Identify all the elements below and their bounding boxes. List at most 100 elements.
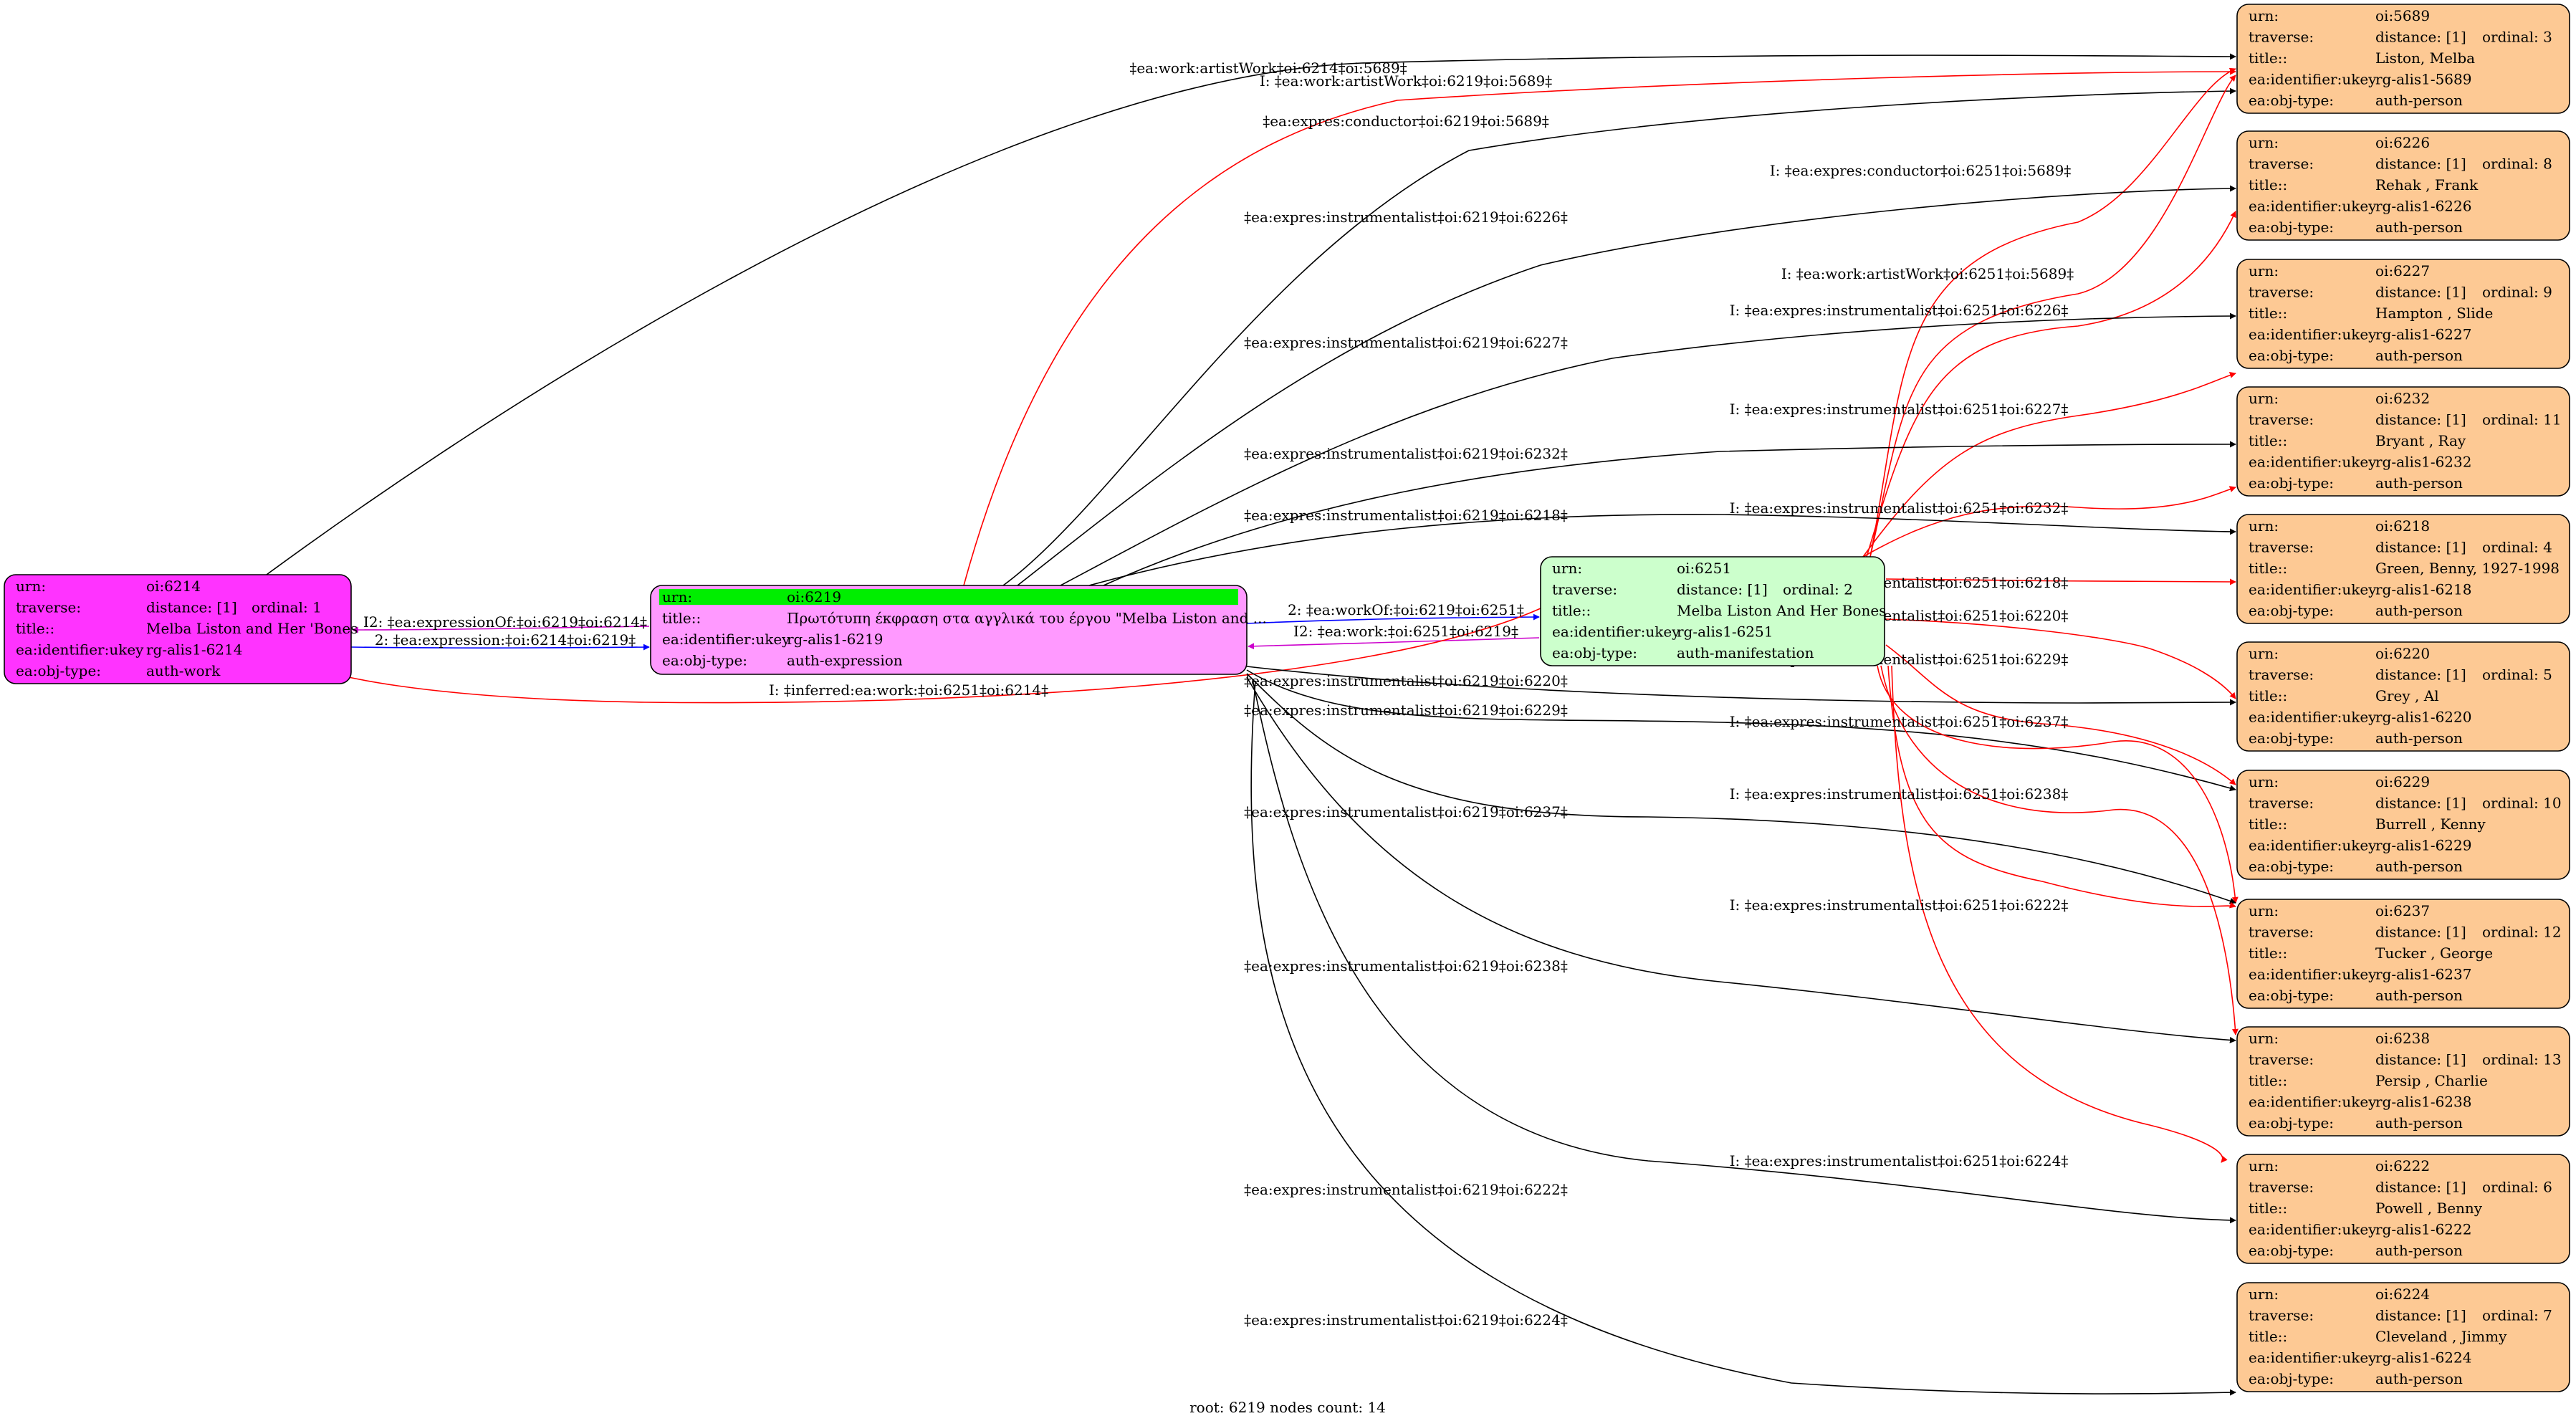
node-field-value: auth-person [2375,219,2463,236]
node-field-value: rg-alis1-5689 [2375,71,2471,88]
node-field-key: title:: [2249,49,2287,67]
node-field-key: title:: [2249,1200,2287,1217]
node-field-key: title:: [2249,1072,2287,1089]
node-field-key: ea:obj-type: [2249,602,2334,619]
edge-6251-to-6219 [1248,637,1540,650]
node-field-key: ea:identifier:ukey [662,631,790,648]
node-field-value: rg-alis1-6219 [787,631,883,648]
edge-6251-to-6227 [1862,372,2236,558]
node-field-key: title:: [2249,432,2287,449]
node-box [2236,1026,2570,1137]
edge-label: I: ‡ea:expres:instrumentalist‡oi:6251‡oi… [1730,1152,2069,1169]
edge-label: ‡ea:expres:instrumentalist‡oi:6219‡oi:62… [1244,1181,1568,1198]
edge-6219-to-6229 [1246,669,2236,792]
node-field-value: distance: [1] [2375,29,2466,46]
node-box [4,574,352,684]
node-field-value: oi:6224 [2375,1286,2430,1303]
edge-6219-to-6237 [1246,673,2236,904]
node-box [650,585,1248,675]
node-field-key: traverse: [2249,795,2314,812]
node-field-value: auth-work [146,662,221,679]
edge-6251-to-6220 [1885,618,2236,699]
node-box [1540,556,1885,666]
edge-6251-to-5689 [1869,67,2236,558]
node-field-value: Green, Benny, 1927-1998 [2375,560,2560,577]
node-field-key: ea:identifier:ukey [2249,454,2377,471]
node-field-value: Burrell , Kenny [2375,815,2486,833]
node-field-value: rg-alis1-6226 [2375,198,2471,215]
node-field-key: ea:identifier:ukey [2249,581,2377,598]
node-field-value: rg-alis1-6251 [1677,623,1773,641]
edge-6219-to-6214 [352,626,650,633]
edge-6219-to-6222 [1252,679,2236,1224]
edge-label: I: ‡ea:work:artistWork‡oi:6251‡oi:5689‡ [1781,265,2074,282]
edge-labels-layer: ‡ea:work:artistWork‡oi:6214‡oi:5689‡I: ‡… [363,59,2074,1329]
node-field-value: Grey , Al [2375,687,2439,704]
edge-6251-to-6218 [1885,578,2236,585]
node-field-key: ea:obj-type: [2249,219,2334,236]
edge-6219-to-6251 [1246,613,1540,624]
node-field-value: oi:6232 [2375,390,2430,407]
edge-label: ‡ea:expres:conductor‡oi:6219‡oi:5689‡ [1263,113,1549,130]
node-field-key: ea:identifier:ukey [2249,198,2377,215]
edge-6219-to-5689 [963,68,2236,586]
node-field-key: title:: [662,610,701,627]
node-field-key: ea:identifier:ukey [2249,1221,2377,1238]
node-field-key: title:: [2249,815,2287,833]
node-field-value: oi:6220 [2375,645,2430,662]
node-field-key: urn: [2249,517,2279,535]
edge-label: ‡ea:expres:instrumentalist‡oi:6219‡oi:62… [1244,672,1568,689]
node-field-value: auth-manifestation [1677,644,1814,661]
edge-6219-to-5689 [1002,87,2236,586]
node-field-value: rg-alis1-6237 [2375,966,2471,983]
node-box [2236,770,2570,880]
edge-label: ‡ea:expres:instrumentalist‡oi:6219‡oi:62… [1244,957,1568,975]
edge-6251-to-6232 [1862,486,2236,558]
edge-6214-to-6219 [350,643,650,651]
edge-6219-to-6218 [1088,514,2236,586]
node-field-value: auth-person [2375,729,2463,747]
node-field-key: title:: [16,620,54,637]
edge-6251-to-6238 [1880,665,2239,1035]
node-field-value: distance: [1] [2375,284,2466,301]
node-field-key: ea:obj-type: [2249,347,2334,364]
node-field-value: distance: [1] [2375,1307,2466,1324]
node-field-value: oi:5689 [2375,7,2430,24]
node-field-key: traverse: [2249,411,2314,429]
node-field-key: urn: [1552,560,1582,577]
edge-label: I: ‡inferred:ea:work:‡oi:6251‡oi:6214‡ [769,681,1048,699]
node-field-value: ordinal: 5 [2482,666,2552,684]
node-field-value: ordinal: 9 [2482,284,2552,301]
node-field-key: ea:obj-type: [2249,1114,2334,1131]
edge-6219-to-6238 [1246,676,2236,1043]
edge-label: I2: ‡ea:work:‡oi:6251‡oi:6219‡ [1293,623,1518,640]
node-field-value: Powell , Benny [2375,1200,2483,1217]
edge-6251-to-6222 [1887,665,2236,909]
node-field-value: oi:6251 [1677,560,1731,577]
node-field-value: oi:6218 [2375,517,2430,535]
node-field-value: distance: [1] [2375,539,2466,556]
node-field-key: ea:obj-type: [2249,92,2334,109]
node-field-value: distance: [1] [2375,795,2466,812]
edge-6251-to-6214 [289,608,1541,704]
node-field-value: auth-person [2375,474,2463,492]
node-field-key: ea:identifier:ukey [16,641,144,659]
node-field-key: ea:identifier:ukey [1552,623,1680,641]
edge-label: I: ‡ea:expres:instrumentalist‡oi:6251‡oi… [1730,785,2069,803]
